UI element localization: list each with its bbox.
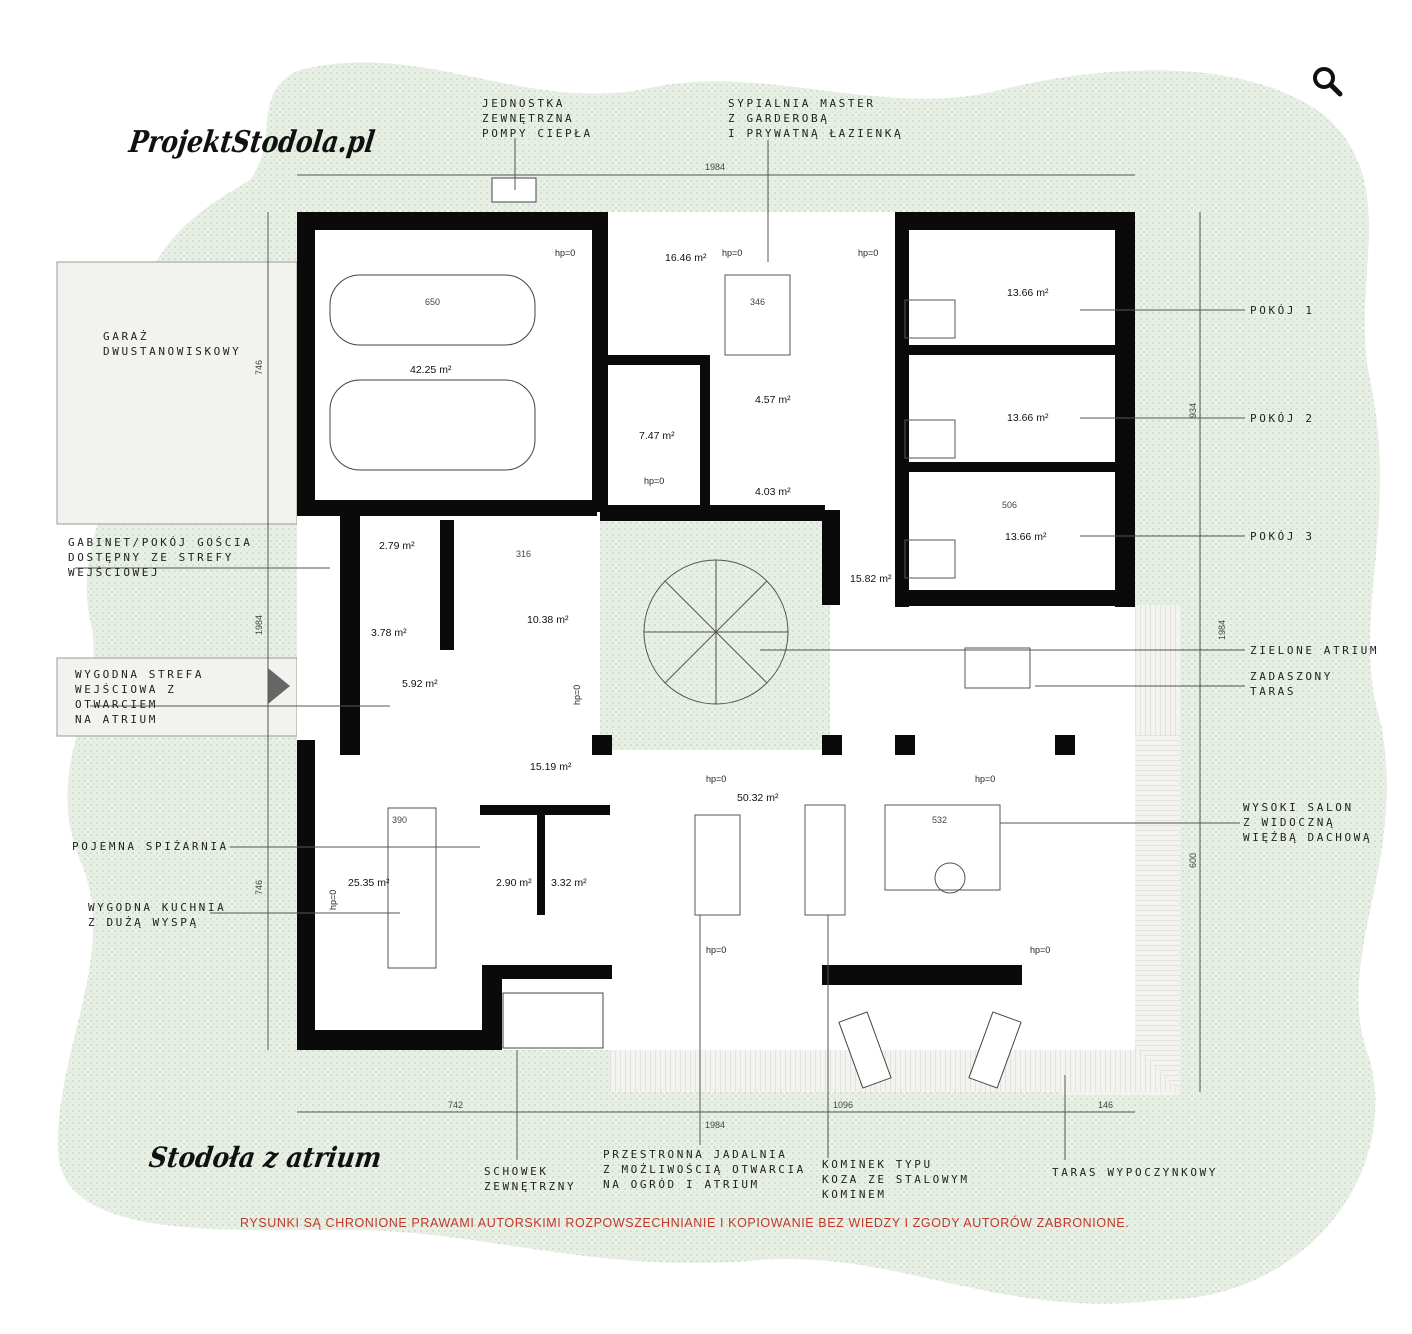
copyright-notice: RYSUNKI SĄ CHRONIONE PRAWAMI AUTORSKIMI … bbox=[240, 1215, 1129, 1230]
bed-icons bbox=[904, 299, 956, 579]
logo: ProjektStodola.pl bbox=[126, 125, 377, 160]
label-room2: POKÓJ 2 bbox=[1250, 412, 1315, 425]
hp-label: hp=0 bbox=[328, 890, 338, 910]
area-bath: 7.47 m² bbox=[639, 430, 675, 442]
dim-bottom-right: 146 bbox=[1098, 1100, 1113, 1110]
area-master: 16.46 m² bbox=[665, 252, 707, 264]
hp-label: hp=0 bbox=[722, 248, 742, 258]
area-living: 50.32 m² bbox=[737, 792, 779, 804]
dim-bottom-left: 742 bbox=[448, 1100, 463, 1110]
area-pantry: 2.90 m² bbox=[496, 877, 532, 889]
area-room2: 13.66 m² bbox=[1007, 412, 1049, 424]
label-atrium: ZIELONE ATRIUM bbox=[1250, 644, 1379, 657]
dim-salon-h: 600 bbox=[1188, 853, 1198, 868]
shed bbox=[502, 992, 604, 1049]
hp-label: hp=0 bbox=[644, 476, 664, 486]
dimension-lines bbox=[267, 174, 1201, 1113]
hp-label: hp=0 bbox=[555, 248, 575, 258]
bed-icon bbox=[724, 274, 791, 356]
dim-kitchen-w: 390 bbox=[392, 815, 407, 825]
dim-office-w: 316 bbox=[516, 549, 531, 559]
hp-label: hp=0 bbox=[706, 945, 726, 955]
hp-labels: hp=0 hp=0 hp=0 hp=0 hp=0 hp=0 hp=0 hp=0 … bbox=[328, 248, 1050, 955]
car-icon bbox=[329, 379, 536, 471]
hp-label: hp=0 bbox=[975, 774, 995, 784]
dim-room3-w: 506 bbox=[1002, 500, 1017, 510]
walls bbox=[297, 212, 1135, 1050]
hp-label: hp=0 bbox=[1030, 945, 1050, 955]
area-garage: 42.25 m² bbox=[410, 364, 452, 376]
room-areas: 42.25 m² 16.46 m² 13.66 m² 13.66 m² 13.6… bbox=[348, 252, 1049, 889]
dim-garage-depth: 746 bbox=[254, 360, 264, 375]
area-wc: 4.03 m² bbox=[755, 486, 791, 498]
heat-pump-unit bbox=[491, 177, 537, 203]
area-hall-right: 15.82 m² bbox=[850, 573, 892, 585]
car-icon bbox=[329, 274, 536, 346]
driveway bbox=[56, 261, 298, 525]
dim-kitchen-depth: 746 bbox=[254, 880, 264, 895]
dim-bottom-mid: 1096 bbox=[833, 1100, 853, 1110]
area-kitchen: 25.35 m² bbox=[348, 877, 390, 889]
area-hall: 15.19 m² bbox=[530, 761, 572, 773]
leader-lines bbox=[75, 138, 1245, 1160]
dim-left-total: 1984 bbox=[254, 615, 264, 635]
lounger-icon bbox=[968, 1011, 1022, 1089]
area-wardrobe: 4.57 m² bbox=[755, 394, 791, 406]
dim-bed: 346 bbox=[750, 297, 765, 307]
hp-label: hp=0 bbox=[706, 774, 726, 784]
dim-garage-len: 650 bbox=[425, 297, 440, 307]
label-lounge-terrace: TARAS WYPOCZYNKOWY bbox=[1052, 1166, 1218, 1179]
tree-branches bbox=[644, 560, 788, 704]
entry-arrow-icon bbox=[268, 668, 290, 704]
area-room3: 13.66 m² bbox=[1005, 531, 1047, 543]
coffee-table-icon bbox=[934, 862, 966, 894]
area-vestibule: 5.92 m² bbox=[402, 678, 438, 690]
area-guest-wc: 3.32 m² bbox=[551, 877, 587, 889]
hp-label: hp=0 bbox=[858, 248, 878, 258]
dining-table-icon bbox=[694, 814, 741, 916]
label-pantry: POJEMNA SPIŻARNIA bbox=[72, 840, 229, 853]
stove-icon bbox=[804, 804, 846, 916]
terrace-table-icon bbox=[964, 647, 1031, 689]
dim-top-total: 1984 bbox=[705, 162, 725, 172]
dim-right-total: 1984 bbox=[1217, 620, 1227, 640]
kitchen-island-icon bbox=[387, 807, 437, 969]
area-tech: 3.78 m² bbox=[371, 627, 407, 639]
lounger-icon bbox=[838, 1011, 892, 1089]
plan-title: Stodoła z atrium bbox=[147, 1141, 384, 1174]
label-room3: POKÓJ 3 bbox=[1250, 530, 1315, 543]
hp-label: hp=0 bbox=[572, 685, 582, 705]
area-office: 10.38 m² bbox=[527, 614, 569, 626]
dim-right-seg: 934 bbox=[1188, 403, 1198, 418]
sofa-icon bbox=[884, 804, 1001, 891]
label-room1: POKÓJ 1 bbox=[1250, 304, 1315, 317]
dim-salon: 532 bbox=[932, 815, 947, 825]
area-room1: 13.66 m² bbox=[1007, 287, 1049, 299]
area-office-wc: 2.79 m² bbox=[379, 540, 415, 552]
dim-bottom-total: 1984 bbox=[705, 1120, 725, 1130]
search-icon[interactable] bbox=[1308, 62, 1348, 102]
